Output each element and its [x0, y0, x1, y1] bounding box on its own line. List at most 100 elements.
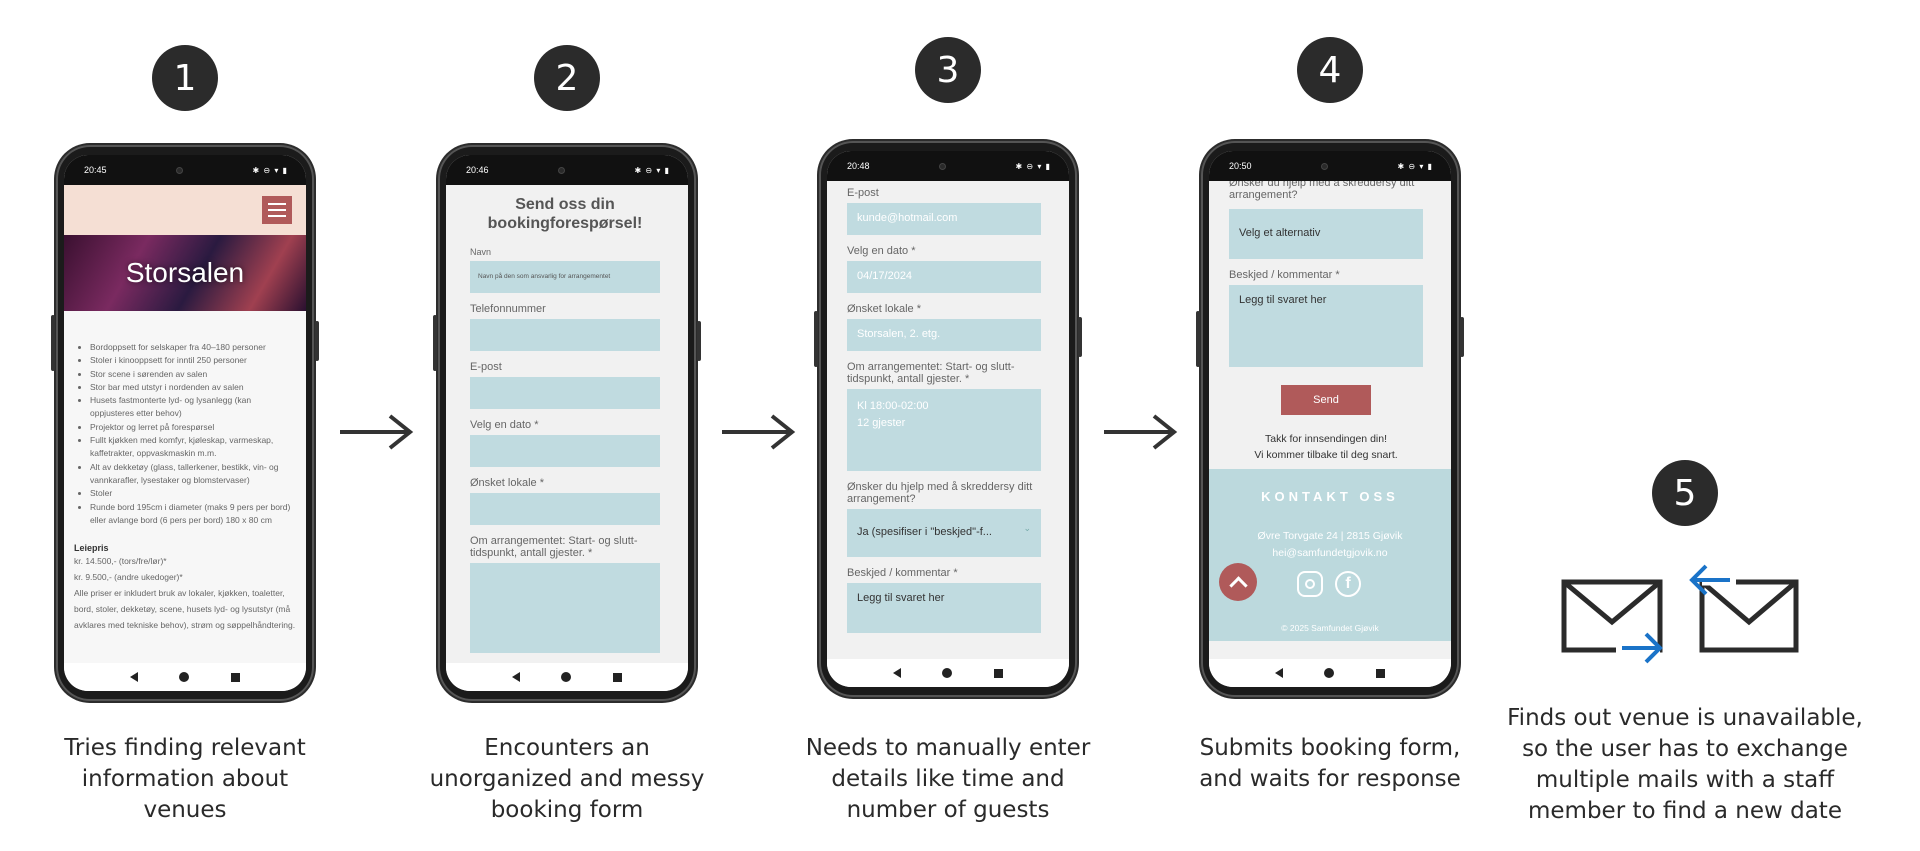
status-icons: ✱ ⊖ ▾ ▮ [1015, 161, 1051, 171]
date-value: 04/17/2024 [857, 270, 913, 282]
footer-address-block: Øvre Torvgate 24 | 2815 Gjøvik hei@samfu… [1209, 528, 1451, 562]
event-details-field[interactable]: Kl 18:00-02:00 12 gjester [847, 389, 1041, 471]
scroll-top-icon[interactable] [1219, 563, 1257, 601]
step-number-5: 5 [1652, 460, 1718, 526]
form-title: Send oss din bookingforespørsel! [487, 196, 643, 232]
message-placeholder: Legg til svaret her [1239, 294, 1327, 306]
event-time-value: Kl 18:00-02:00 [857, 400, 929, 412]
list-item: Stoler i kinooppsett for inntil 250 pers… [90, 354, 296, 367]
right-arrow-icon [722, 414, 796, 450]
email-label: E-post [470, 361, 502, 373]
venue-field[interactable]: Storsalen, 2. etg. [847, 319, 1041, 351]
status-bar: 20:45 ✱ ⊖ ▾ ▮ [64, 155, 306, 185]
status-icons: ✱ ⊖ ▾ ▮ [634, 165, 670, 175]
venue-features-list: Bordoppsett for selskaper fra 40–180 per… [74, 341, 296, 527]
home-icon[interactable] [1324, 668, 1335, 678]
price-note: Alle priser er inkludert bruk av lokaler… [74, 588, 296, 631]
status-bar: 20:50 ✱ ⊖ ▾ ▮ [1209, 151, 1451, 181]
back-icon[interactable] [892, 668, 901, 678]
event-details-field[interactable] [470, 563, 660, 653]
message-field[interactable]: Legg til svaret her [847, 583, 1041, 633]
right-arrow-icon [340, 414, 414, 450]
home-icon[interactable] [179, 672, 190, 682]
phone-booking-form-empty: 20:46 ✱ ⊖ ▾ ▮ Send oss din bookingforesp… [433, 145, 701, 701]
help-label: Ønsker du hjelp med å skreddersy ditt ar… [847, 481, 1033, 505]
footer-copyright: © 2025 Samfundet Gjøvik [1281, 623, 1379, 633]
leiepris-heading: Leiepris [74, 543, 109, 554]
price-line: kr. 14.500,- (tors/fre/lør)* [74, 556, 167, 567]
list-item: Projektor og lerret på forespørsel [90, 421, 296, 434]
footer-email[interactable]: hei@samfundetgjovik.no [1272, 547, 1388, 559]
left-arrow-icon [1689, 564, 1730, 596]
home-icon[interactable] [561, 672, 572, 682]
name-label: Navn [470, 247, 492, 257]
contact-footer: KONTAKT OSS Øvre Torvgate 24 | 2815 Gjøv… [1209, 469, 1451, 641]
help-label: Ønsker du hjelp med å skreddersy ditt ar… [1229, 181, 1415, 201]
camera-icon [176, 166, 184, 174]
camera-icon [1321, 162, 1329, 170]
date-label: Velg en dato * [847, 245, 916, 257]
email-field[interactable]: kunde@hotmail.com [847, 203, 1041, 235]
recents-icon[interactable] [1376, 668, 1386, 678]
back-icon[interactable] [129, 672, 138, 682]
camera-icon [939, 162, 947, 170]
name-placeholder: Navn på den som ansvarlig for arrangemen… [478, 273, 611, 280]
price-line: kr. 9.500,- (andre ukedoger)* [74, 572, 183, 583]
confirmation-message: Takk for innsendingen din! Vi kommer til… [1229, 431, 1423, 463]
status-time: 20:45 [84, 165, 107, 175]
recents-icon[interactable] [994, 668, 1004, 678]
phone-label: Telefonnummer [470, 303, 546, 315]
message-field[interactable]: Legg til svaret her [1229, 285, 1423, 367]
step-number-4: 4 [1297, 37, 1363, 103]
event-details-label: Om arrangementet: Start- og slutt-tidspu… [470, 535, 638, 559]
help-select[interactable]: Velg et alternativ [1229, 209, 1423, 259]
message-label: Beskjed / kommentar * [1229, 269, 1340, 281]
venue-value: Storsalen, 2. etg. [857, 328, 941, 340]
list-item: Fullt kjøkken med komfyr, kjøleskap, var… [90, 434, 296, 461]
back-icon[interactable] [1274, 668, 1283, 678]
phone-screen: 20:48 ✱ ⊖ ▾ ▮ E-post kunde@hotmail.com V… [827, 151, 1069, 687]
phone-booking-form-filled: 20:48 ✱ ⊖ ▾ ▮ E-post kunde@hotmail.com V… [814, 141, 1082, 697]
step-caption-4: Submits booking form, and waits for resp… [1199, 735, 1461, 792]
footer-address: Øvre Torvgate 24 | 2815 Gjøvik [1257, 530, 1403, 542]
date-field[interactable]: 04/17/2024 [847, 261, 1041, 293]
status-time: 20:46 [466, 165, 489, 175]
phone-venue-info: 20:45 ✱ ⊖ ▾ ▮ Storsalen Bordoppsett for … [51, 145, 319, 701]
status-bar: 20:48 ✱ ⊖ ▾ ▮ [827, 151, 1069, 181]
venue-label: Ønsket lokale * [847, 303, 921, 315]
android-nav-bar [827, 659, 1069, 687]
email-label: E-post [847, 187, 879, 199]
recents-icon[interactable] [231, 672, 241, 682]
name-field[interactable]: Navn på den som ansvarlig for arrangemen… [470, 261, 660, 293]
back-icon[interactable] [511, 672, 520, 682]
confirmation-line-1: Takk for innsendingen din! [1265, 433, 1387, 445]
help-select[interactable]: Ja (spesifiser i "beskjed"-f... ⌄ [847, 509, 1041, 557]
step-caption-1: Tries finding relevant information about… [64, 735, 306, 823]
facebook-icon[interactable]: f [1335, 571, 1361, 597]
confirmation-line-2: Vi kommer tilbake til deg snart. [1254, 449, 1398, 461]
message-label: Beskjed / kommentar * [847, 567, 958, 579]
list-item: Runde bord 195cm i diameter (maks 9 pers… [90, 501, 296, 528]
phone-screen: 20:50 ✱ ⊖ ▾ ▮ Ønsker du hjelp med å skre… [1209, 151, 1451, 687]
home-icon[interactable] [942, 668, 953, 678]
venue-field[interactable] [470, 493, 660, 525]
event-details-label: Om arrangementet: Start- og slutt-tidspu… [847, 361, 1015, 385]
list-item: Alt av dekketøy (glass, tallerkener, bes… [90, 461, 296, 488]
send-button[interactable]: Send [1281, 385, 1371, 415]
event-guests-value: 12 gjester [857, 417, 906, 429]
recents-icon[interactable] [613, 672, 623, 682]
camera-icon [558, 166, 566, 174]
phone-screen: 20:45 ✱ ⊖ ▾ ▮ Storsalen Bordoppsett for … [64, 155, 306, 691]
footer-title: KONTAKT OSS [1261, 489, 1399, 504]
step-caption-3: Needs to manually enter details like tim… [805, 735, 1091, 823]
date-field[interactable] [470, 435, 660, 467]
phone-field[interactable] [470, 319, 660, 351]
list-item: Bordoppsett for selskaper fra 40–180 per… [90, 341, 296, 354]
email-value: kunde@hotmail.com [857, 212, 958, 224]
email-field[interactable] [470, 377, 660, 409]
instagram-icon[interactable] [1297, 571, 1323, 597]
android-nav-bar [446, 663, 688, 691]
hamburger-menu-icon[interactable] [262, 196, 292, 224]
status-time: 20:50 [1229, 161, 1252, 171]
status-bar: 20:46 ✱ ⊖ ▾ ▮ [446, 155, 688, 185]
